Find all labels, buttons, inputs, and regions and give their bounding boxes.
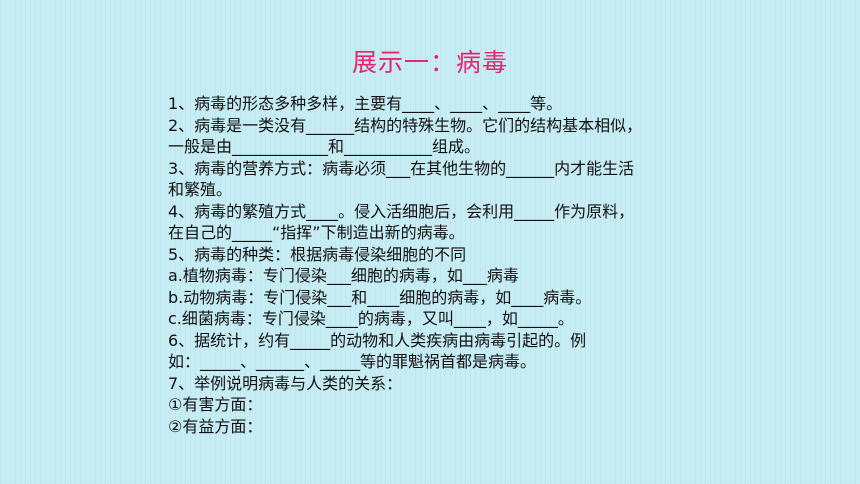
question-line-6-cont: 如：_____、______、_____等的罪魁祸首都是病毒。 — [168, 352, 537, 371]
question-line-2-cont: 一般是由____________和___________组成。 — [168, 137, 481, 156]
question-line-2: 2、病毒是一类没有______结构的特殊生物。它们的结构基本相似， — [168, 115, 643, 135]
question-line-7-benefit: ②有益方面： — [168, 416, 263, 436]
question-line-7-harm: ①有害方面： — [168, 395, 263, 414]
slide-title: 展示一：病毒 — [351, 48, 508, 77]
question-line-5b: b.动物病毒：专门侵染___和____细胞的病毒，如____病毒。 — [168, 287, 592, 307]
question-line-5a: a.植物病毒：专门侵染___细胞的病毒，如___病毒 — [168, 266, 519, 285]
question-line-1: 1、病毒的形态多种多样，主要有____、____、____等。 — [168, 94, 563, 113]
question-list: 1、病毒的形态多种多样，主要有____、____、____等。 2、病毒是一类没… — [168, 93, 728, 437]
question-line-7: 7、举例说明病毒与人类的关系： — [168, 373, 403, 393]
question-line-5: 5、病毒的种类：根据病毒侵染细胞的不同 — [168, 244, 467, 264]
question-line-4-cont: 在自己的_____“指挥”下制造出新的病毒。 — [168, 223, 465, 242]
question-line-4: 4、病毒的繁殖方式____。侵入活细胞后，会利用_____作为原料， — [168, 201, 635, 221]
question-line-6: 6、据统计，约有_____的动物和人类疾病由病毒引起的。例 — [168, 330, 587, 350]
question-line-3: 3、病毒的营养方式：病毒必须___在其他生物的______内才能生活 — [168, 158, 635, 178]
question-line-3-cont: 和繁殖。 — [168, 180, 233, 199]
question-line-5c: c.细菌病毒：专门侵染____的病毒，又叫____，如_____。 — [168, 309, 574, 328]
